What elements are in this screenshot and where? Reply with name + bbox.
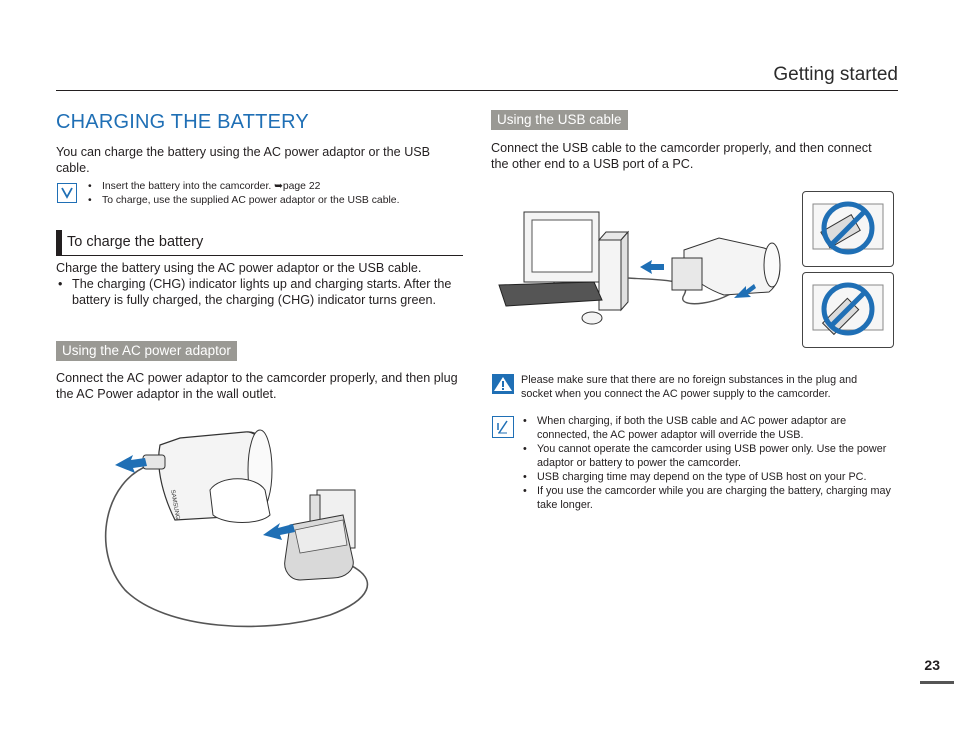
- arrow-icon: [263, 523, 295, 540]
- charge-bullet: The charging (CHG) indicator lights up a…: [56, 277, 466, 308]
- usb-cable-tag: Using the USB cable: [491, 110, 628, 130]
- heading-bar: [56, 230, 62, 255]
- prohibited-icon: [821, 282, 875, 336]
- charge-bullets: The charging (CHG) indicator lights up a…: [56, 277, 466, 308]
- note-item: If you use the camcorder while you are c…: [521, 484, 893, 512]
- note-item: Insert the battery into the camcorder. ➥…: [86, 180, 466, 194]
- usb-illustration: [498, 211, 781, 325]
- prohibited-icon: [821, 201, 875, 255]
- header-rule: [56, 90, 898, 91]
- camcorder-brand: SAMSUNG: [169, 489, 180, 520]
- note-item: When charging, if both the USB cable and…: [521, 414, 893, 442]
- sub-heading: To charge the battery: [56, 230, 463, 256]
- intro-text: You can charge the battery using the AC …: [56, 145, 431, 175]
- arrow-icon: [640, 260, 664, 274]
- usb-warning-image-1: [802, 191, 894, 267]
- warning-icon: [492, 374, 514, 394]
- note-icon: [57, 183, 77, 203]
- usb-warning-image-2: [802, 272, 894, 348]
- header-title: Getting started: [773, 64, 898, 85]
- page-number: 23: [924, 657, 940, 673]
- note-item: You cannot operate the camcorder using U…: [521, 442, 893, 470]
- usb-text: Connect the USB cable to the camcorder p…: [491, 141, 872, 171]
- caution-text: Please make sure that there are no forei…: [521, 374, 858, 400]
- ac-text: Connect the AC power adaptor to the camc…: [56, 371, 458, 401]
- note-item: To charge, use the supplied AC power ada…: [86, 194, 466, 208]
- notes-list: When charging, if both the USB cable and…: [521, 414, 893, 512]
- arrow-icon: [115, 455, 147, 473]
- arrow-icon: [734, 284, 756, 298]
- section-title: CHARGING THE BATTERY: [56, 111, 309, 133]
- note-list: Insert the battery into the camcorder. ➥…: [86, 180, 466, 208]
- page-number-bar: [920, 681, 954, 684]
- note-icon: [492, 416, 514, 438]
- ac-adaptor-illustration: SAMSUNG: [104, 429, 369, 628]
- sub-heading-label: To charge the battery: [67, 234, 204, 250]
- note-item: USB charging time may depend on the type…: [521, 470, 893, 484]
- ac-adaptor-tag: Using the AC power adaptor: [56, 341, 237, 361]
- charge-text: Charge the battery using the AC power ad…: [56, 261, 422, 275]
